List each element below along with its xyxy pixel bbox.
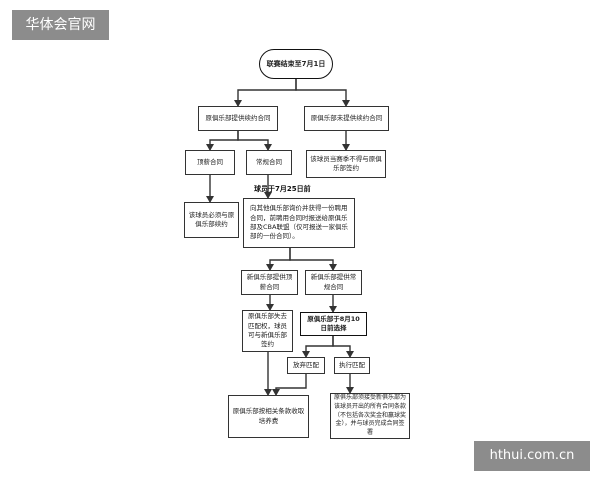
node-club-offers: 原俱乐部提供续约合同 [198,106,278,131]
node-start: 联赛结束至7月1日 [259,49,333,79]
node-club-not-offer: 原俱乐部未提供续约合同 [304,106,389,131]
connector-give-up-to-training-fee [272,374,307,396]
connector-choose-to-execute [332,336,354,358]
connector-offers-to-top [206,131,239,151]
node-new-club-regular: 新俱乐部提供常规合同 [305,270,362,295]
node-top-contract: 顶薪合同 [185,150,235,175]
connector-start-to-club-offers [234,78,297,107]
label-deadline-jul25: 球员于7月25日前 [254,185,311,193]
node-no-sign-original: 该球员当赛季不得与原俱乐部签约 [306,150,386,178]
connector-seek-to-new-regular [289,248,337,271]
watermark-top-left: 华体会官网 [12,10,109,40]
node-get-training-fee: 原俱乐部按相关条款收取培养费 [228,395,309,438]
node-choose-by-aug10: 原俱乐部于8月10日前选择 [300,312,367,336]
node-give-up-match: 放弃匹配 [287,357,325,374]
node-loses-match-right: 原俱乐部失去匹配权，球员可与新俱乐部签约 [242,310,293,352]
connector-seek-to-new-top [266,248,291,271]
node-must-renew: 该球员必须与原俱乐部续约 [184,202,239,238]
node-regular-contract: 常规合同 [246,150,292,175]
node-new-club-top: 新俱乐部提供顶薪合同 [241,270,298,295]
node-execute-match: 执行匹配 [334,357,370,374]
watermark-bottom-right: hthui.com.cn [474,441,590,471]
connector-start-to-club-not-offer [295,78,350,107]
node-accept-terms: 原俱乐部须接受新俱乐部为该球员开出的所有合同条款（不包括各次奖金和赢球奖金），并… [330,393,410,439]
node-seek-offer: 向其他俱乐部询价并获得一份聘用合同，前聘用合同时报送给原俱乐部及CBA联盟（仅可… [243,198,355,248]
connector-choose-to-give-up [302,336,334,358]
connector-offers-to-regular [237,131,272,151]
